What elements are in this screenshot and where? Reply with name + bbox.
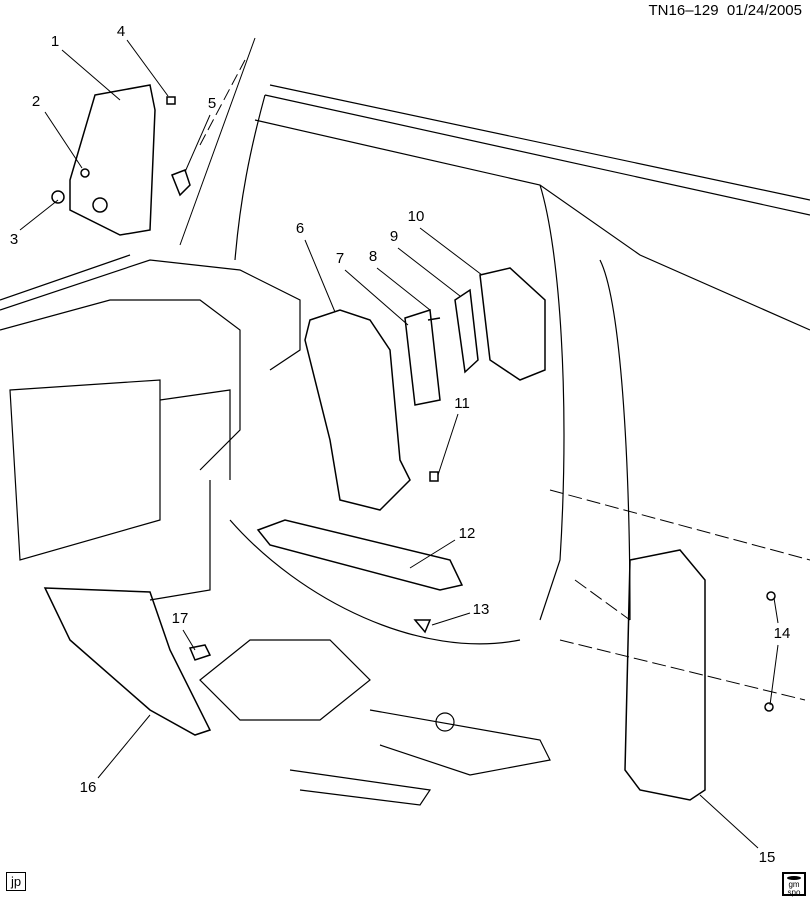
callout-12: 12 bbox=[458, 525, 476, 542]
vehicle-body-outline bbox=[0, 84, 810, 806]
callout-16: 16 bbox=[79, 779, 97, 796]
callout-9: 9 bbox=[389, 228, 399, 245]
callout-15: 15 bbox=[758, 849, 776, 866]
drawing-header: TN16–129 01/24/2005 bbox=[649, 2, 802, 19]
callout-10: 10 bbox=[407, 208, 425, 225]
callout-2: 2 bbox=[31, 93, 41, 110]
part-10-handle bbox=[479, 267, 546, 381]
part-1-upper-pillar-trim bbox=[69, 84, 156, 236]
gm-spo-logo: gm spo bbox=[782, 872, 806, 897]
callout-13: 13 bbox=[472, 601, 490, 618]
part-15-pillar-trim bbox=[624, 549, 706, 801]
callout-17: 17 bbox=[171, 610, 189, 627]
callout-14: 14 bbox=[773, 625, 791, 642]
callout-8: 8 bbox=[368, 248, 378, 265]
callout-7: 7 bbox=[335, 250, 345, 267]
part-12-sill-plate bbox=[256, 519, 464, 591]
callout-4: 4 bbox=[116, 23, 126, 40]
leader-lines bbox=[19, 37, 810, 849]
part-6-pillar-trim bbox=[304, 309, 411, 511]
drawing-date: 01/24/2005 bbox=[726, 2, 802, 19]
callout-11: 11 bbox=[454, 395, 470, 412]
author-initials-box: jp bbox=[6, 872, 27, 891]
callout-3: 3 bbox=[9, 231, 19, 248]
callout-6: 6 bbox=[295, 220, 305, 237]
part-16-kick-panel bbox=[43, 587, 212, 736]
component-parts bbox=[43, 84, 776, 801]
part-9-bracket bbox=[454, 288, 479, 374]
part-7-cover bbox=[404, 309, 441, 406]
callout-5: 5 bbox=[207, 95, 217, 112]
drawing-id: TN16–129 bbox=[648, 2, 719, 19]
callout-1: 1 bbox=[50, 33, 60, 50]
